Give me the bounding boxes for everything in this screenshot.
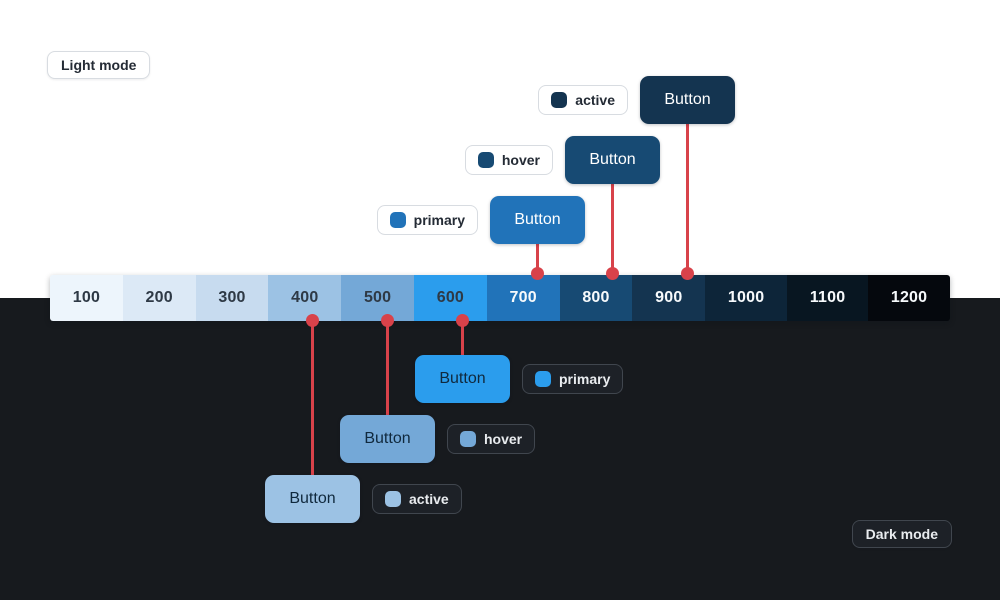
dark-active-chip: active	[372, 484, 462, 514]
swatch-200[interactable]: 200	[122, 275, 196, 321]
light-active-button[interactable]: Button	[640, 76, 735, 124]
chip-label: primary	[413, 212, 465, 228]
swatch-1000[interactable]: 1000	[705, 275, 788, 321]
connector-dot-light-hover	[606, 266, 619, 280]
swatch-500[interactable]: 500	[341, 275, 414, 321]
connector-line-dark-active	[311, 320, 314, 475]
dark-primary-button[interactable]: Button	[415, 355, 510, 403]
swatch-1100[interactable]: 1100	[787, 275, 869, 321]
chip-color-dot-500	[460, 431, 476, 447]
swatch-600[interactable]: 600	[413, 275, 487, 321]
chip-color-dot-700	[389, 212, 406, 228]
swatch-300[interactable]: 300	[195, 275, 269, 321]
light-primary-chip: primary	[376, 205, 478, 235]
connector-line-light-active	[686, 124, 689, 273]
chip-color-dot-900	[551, 92, 568, 108]
dark-mode-badge: Dark mode	[851, 520, 952, 548]
swatch-900[interactable]: 900	[632, 275, 706, 321]
dark-hover-chip: hover	[447, 424, 536, 454]
connector-dot-light-active	[681, 266, 694, 280]
connector-dot-dark-active	[306, 313, 319, 327]
connector-line-dark-primary	[461, 320, 464, 355]
swatch-1200[interactable]: 1200	[868, 275, 950, 321]
light-mode-badge-label: Light mode	[61, 57, 137, 73]
chip-color-dot-600	[535, 371, 551, 387]
connector-line-light-hover	[611, 184, 614, 273]
dark-primary-chip: primary	[522, 364, 624, 394]
connector-dot-dark-primary	[456, 313, 469, 327]
chip-color-dot-800	[477, 152, 494, 168]
chip-label: active	[409, 491, 449, 507]
chip-label: hover	[484, 431, 523, 447]
swatch-700[interactable]: 700	[486, 275, 560, 321]
swatch-800[interactable]: 800	[559, 275, 633, 321]
swatch-400[interactable]: 400	[268, 275, 342, 321]
chip-label: active	[575, 92, 615, 108]
connector-dot-light-primary	[531, 266, 544, 280]
swatch-100[interactable]: 100	[50, 275, 123, 321]
dark-active-button[interactable]: Button	[265, 475, 360, 523]
chip-label: hover	[501, 152, 540, 168]
chip-label: primary	[559, 371, 611, 387]
light-active-chip: active	[538, 85, 628, 115]
light-hover-button[interactable]: Button	[565, 136, 660, 184]
light-hover-chip: hover	[464, 145, 553, 175]
dark-mode-badge-label: Dark mode	[865, 526, 938, 542]
connector-dot-dark-hover	[381, 313, 394, 327]
chip-color-dot-400	[385, 491, 401, 507]
light-mode-badge: Light mode	[47, 51, 151, 79]
connector-line-light-primary	[536, 244, 539, 273]
light-primary-button[interactable]: Button	[490, 196, 585, 244]
connector-line-dark-hover	[386, 320, 389, 415]
dark-hover-button[interactable]: Button	[340, 415, 435, 463]
